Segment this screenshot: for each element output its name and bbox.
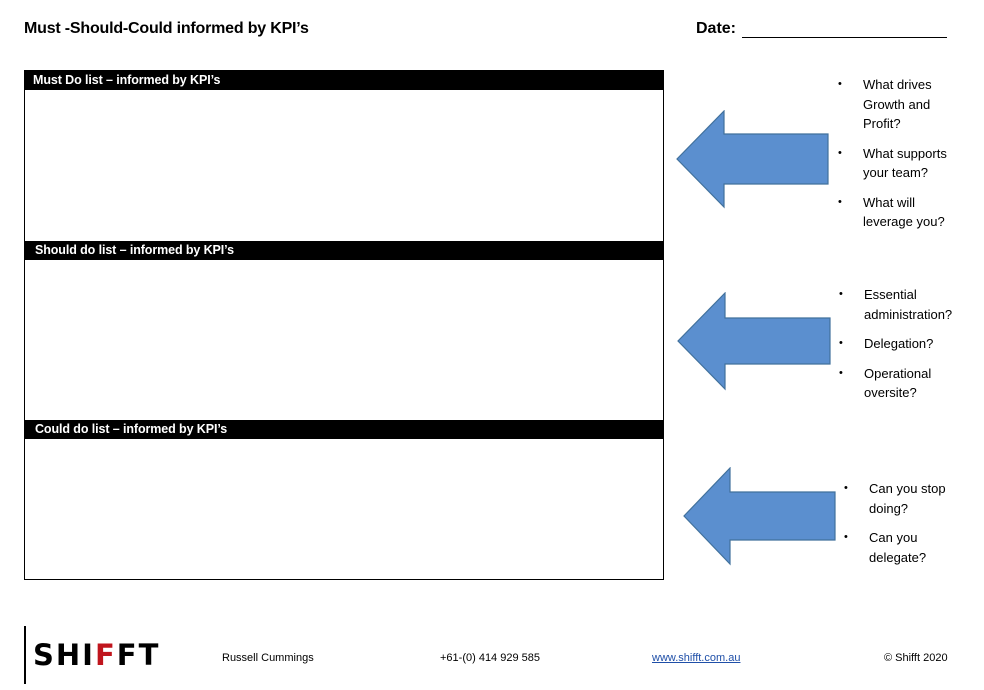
- lists-panel: Must Do list – informed by KPI’s Should …: [24, 70, 664, 580]
- must-prompts-list: What drives Growth and Profit? What supp…: [838, 75, 968, 242]
- must-do-header: Must Do list – informed by KPI’s: [25, 71, 663, 90]
- could-prompts-list: Can you stop doing? Can you delegate?: [844, 479, 974, 577]
- list-item: Can you delegate?: [844, 528, 974, 567]
- left-arrow-icon: [683, 467, 836, 566]
- date-field[interactable]: [742, 37, 947, 38]
- date-label: Date:: [696, 20, 737, 37]
- list-item: What drives Growth and Profit?: [838, 75, 968, 134]
- list-item: What will leverage you?: [838, 193, 968, 232]
- page-title: Must -Should-Could informed by KPI’s: [24, 20, 309, 37]
- list-item: Operational oversite?: [839, 364, 979, 403]
- left-arrow-icon: [676, 110, 829, 209]
- could-do-header: Could do list – informed by KPI’s: [25, 420, 663, 439]
- footer-name: Russell Cummings: [222, 652, 314, 664]
- list-item: What supports your team?: [838, 144, 968, 183]
- should-do-header: Should do list – informed by KPI’s: [25, 241, 663, 260]
- footer-phone: +61-(0) 414 929 585: [440, 652, 540, 664]
- footer-divider: [24, 626, 26, 684]
- list-item: Delegation?: [839, 334, 979, 354]
- list-item: Can you stop doing?: [844, 479, 974, 518]
- list-item: Essential administration?: [839, 285, 979, 324]
- footer-website-link[interactable]: www.shifft.com.au: [652, 652, 741, 664]
- should-prompts-list: Essential administration? Delegation? Op…: [839, 285, 979, 413]
- shifft-logo: SHIFFT: [33, 638, 161, 672]
- left-arrow-icon: [677, 292, 831, 391]
- footer-copyright: © Shifft 2020: [884, 652, 948, 664]
